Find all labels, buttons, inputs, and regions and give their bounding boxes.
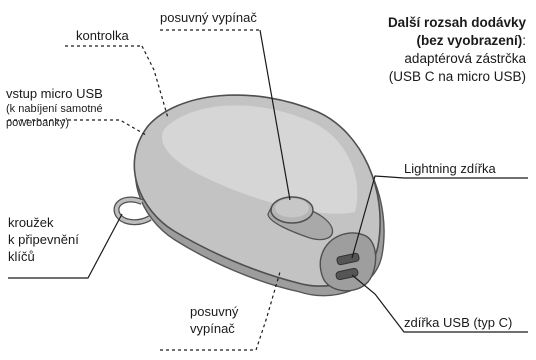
label-key-ring-2: k připevnění bbox=[8, 232, 79, 247]
note-title-1: Další rozsah dodávky bbox=[388, 14, 526, 32]
label-indicator: kontrolka bbox=[76, 28, 129, 43]
label-key-ring-1: kroužek bbox=[8, 215, 54, 230]
note-title-2: (bez vyobrazení) bbox=[416, 33, 522, 48]
label-key-ring-3: klíčů bbox=[8, 249, 35, 264]
label-lightning-socket: Lightning zdířka bbox=[404, 161, 496, 176]
label-sliding-switch-bottom-2: vypínač bbox=[190, 321, 235, 336]
note-body-2: (USB C na micro USB) bbox=[388, 68, 526, 86]
label-micro-usb-note-2: powerbanky) bbox=[6, 117, 69, 130]
delivery-scope-note: Další rozsah dodávky (bez vyobrazení): a… bbox=[388, 14, 526, 86]
label-micro-usb-input: vstup micro USB bbox=[6, 86, 103, 101]
label-usb-c-socket: zdířka USB (typ C) bbox=[404, 315, 512, 330]
label-sliding-switch-top: posuvný vypínač bbox=[160, 10, 257, 25]
note-body-1: adaptérová zástrčka bbox=[388, 50, 526, 68]
label-sliding-switch-bottom-1: posuvný bbox=[190, 304, 238, 319]
note-title-colon: : bbox=[522, 33, 526, 48]
label-micro-usb-note-1: (k nabíjení samotné bbox=[6, 103, 103, 116]
